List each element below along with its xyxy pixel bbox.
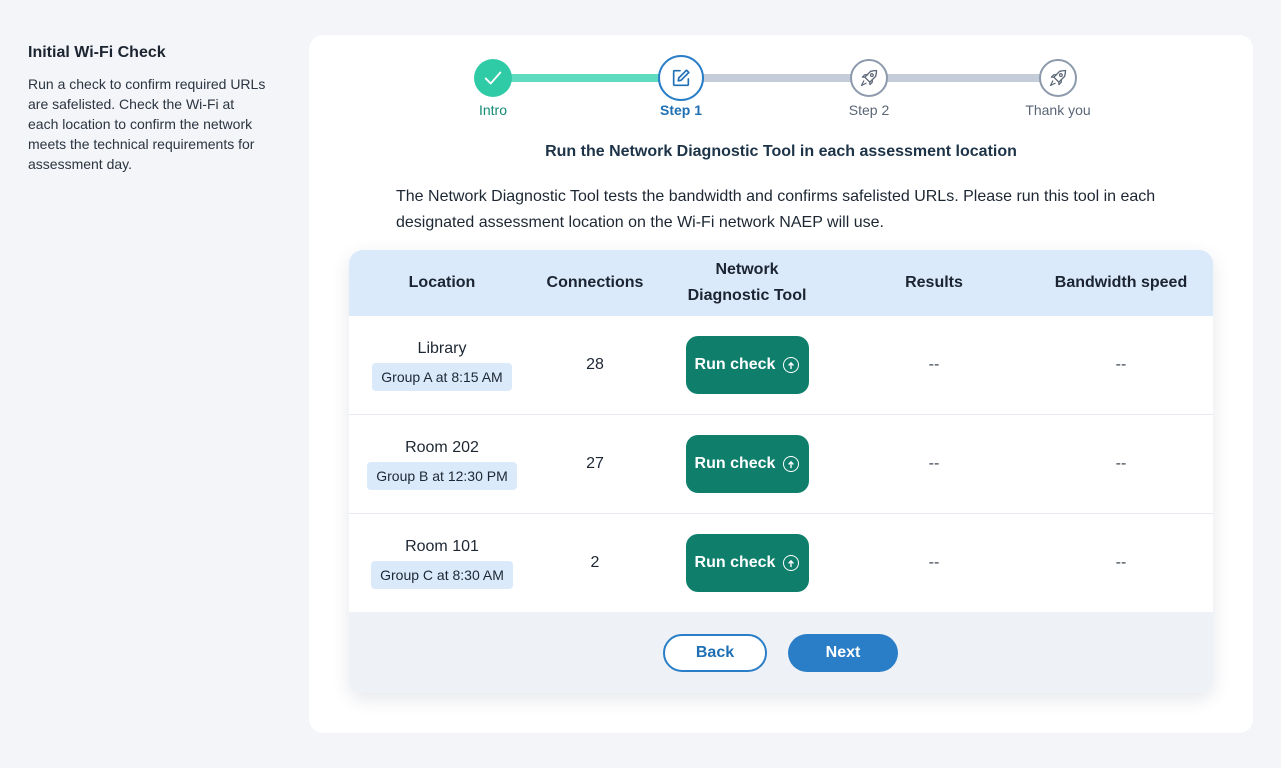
run-check-label: Run check [694,455,776,472]
location-cell: Room 202 Group B at 12:30 PM [349,415,535,513]
step-label: Step 1 [659,102,702,118]
table-header: Location Connections Network Diagnostic … [349,250,1213,316]
location-cell: Library Group A at 8:15 AM [349,316,535,414]
check-icon [474,59,512,97]
info-icon [783,555,800,571]
bandwidth-cell: -- [1115,455,1127,472]
table-row: Room 202 Group B at 12:30 PM 27 Run chec… [349,415,1213,514]
intro-text: The Network Diagnostic Tool tests the ba… [396,188,1156,231]
info-icon [783,357,800,373]
column-header-results: Results [905,274,963,291]
rocket-icon [850,59,888,97]
location-name: Library [417,339,467,357]
column-header-bandwidth: Bandwidth speed [1054,274,1188,291]
sidebar: Initial Wi-Fi Check Run a check to confi… [28,44,268,174]
progress-stepper: Intro Step 1 Step 2 [309,35,1253,165]
table-row: Room 101 Group C at 8:30 AM 2 Run check … [349,514,1213,612]
tool-cell: Run check [655,415,839,513]
group-badge: Group A at 8:15 AM [372,362,512,391]
stepper-track-pending [869,74,1058,82]
bandwidth-cell: -- [1115,554,1127,571]
run-check-button[interactable]: Run check [685,534,809,592]
location-cell: Room 101 Group C at 8:30 AM [349,514,535,612]
table-body: Library Group A at 8:15 AM 28 Run check … [349,316,1213,612]
run-check-button[interactable]: Run check [685,435,809,493]
locations-table: Location Connections Network Diagnostic … [349,250,1213,693]
bandwidth-cell: -- [1115,356,1127,373]
table-row: Library Group A at 8:15 AM 28 Run check … [349,316,1213,415]
location-name: Room 202 [405,438,479,456]
connections-cell: 27 [586,455,604,472]
stepper-track-complete [495,74,682,82]
group-badge: Group C at 8:30 AM [371,560,513,589]
rocket-icon [1039,59,1077,97]
main-card: Intro Step 1 Step 2 [309,35,1253,733]
tool-cell: Run check [655,316,839,414]
results-cell: -- [928,356,940,373]
tool-cell: Run check [655,514,839,612]
step-label: Intro [478,102,507,118]
results-cell: -- [928,554,940,571]
connections-cell: 2 [590,554,600,571]
edit-icon [658,55,704,101]
column-header-location: Location [408,274,476,291]
location-name: Room 101 [405,537,479,555]
stepper-track-pending [682,74,869,82]
column-header-connections: Connections [546,274,644,291]
sidebar-description: Run a check to confirm required URLs are… [28,76,266,172]
page-title: Run the Network Diagnostic Tool in each … [545,143,1017,160]
column-header-tool-line2: Diagnostic Tool [687,287,807,304]
run-check-label: Run check [694,554,776,571]
column-header-tool: Network Diagnostic Tool [655,250,839,316]
back-button[interactable]: Back [663,634,767,672]
info-icon [783,456,800,472]
next-button[interactable]: Next [788,634,898,672]
sidebar-title: Initial Wi-Fi Check [28,44,166,61]
results-cell: -- [928,455,940,472]
step-label: Thank you [1025,102,1091,118]
run-check-label: Run check [694,356,776,373]
run-check-button[interactable]: Run check [685,336,809,394]
connections-cell: 28 [586,356,604,373]
panel-footer: Back Next [349,614,1213,693]
group-badge: Group B at 12:30 PM [367,461,517,490]
step-label: Step 2 [848,102,890,118]
column-header-tool-line1: Network [715,261,779,278]
